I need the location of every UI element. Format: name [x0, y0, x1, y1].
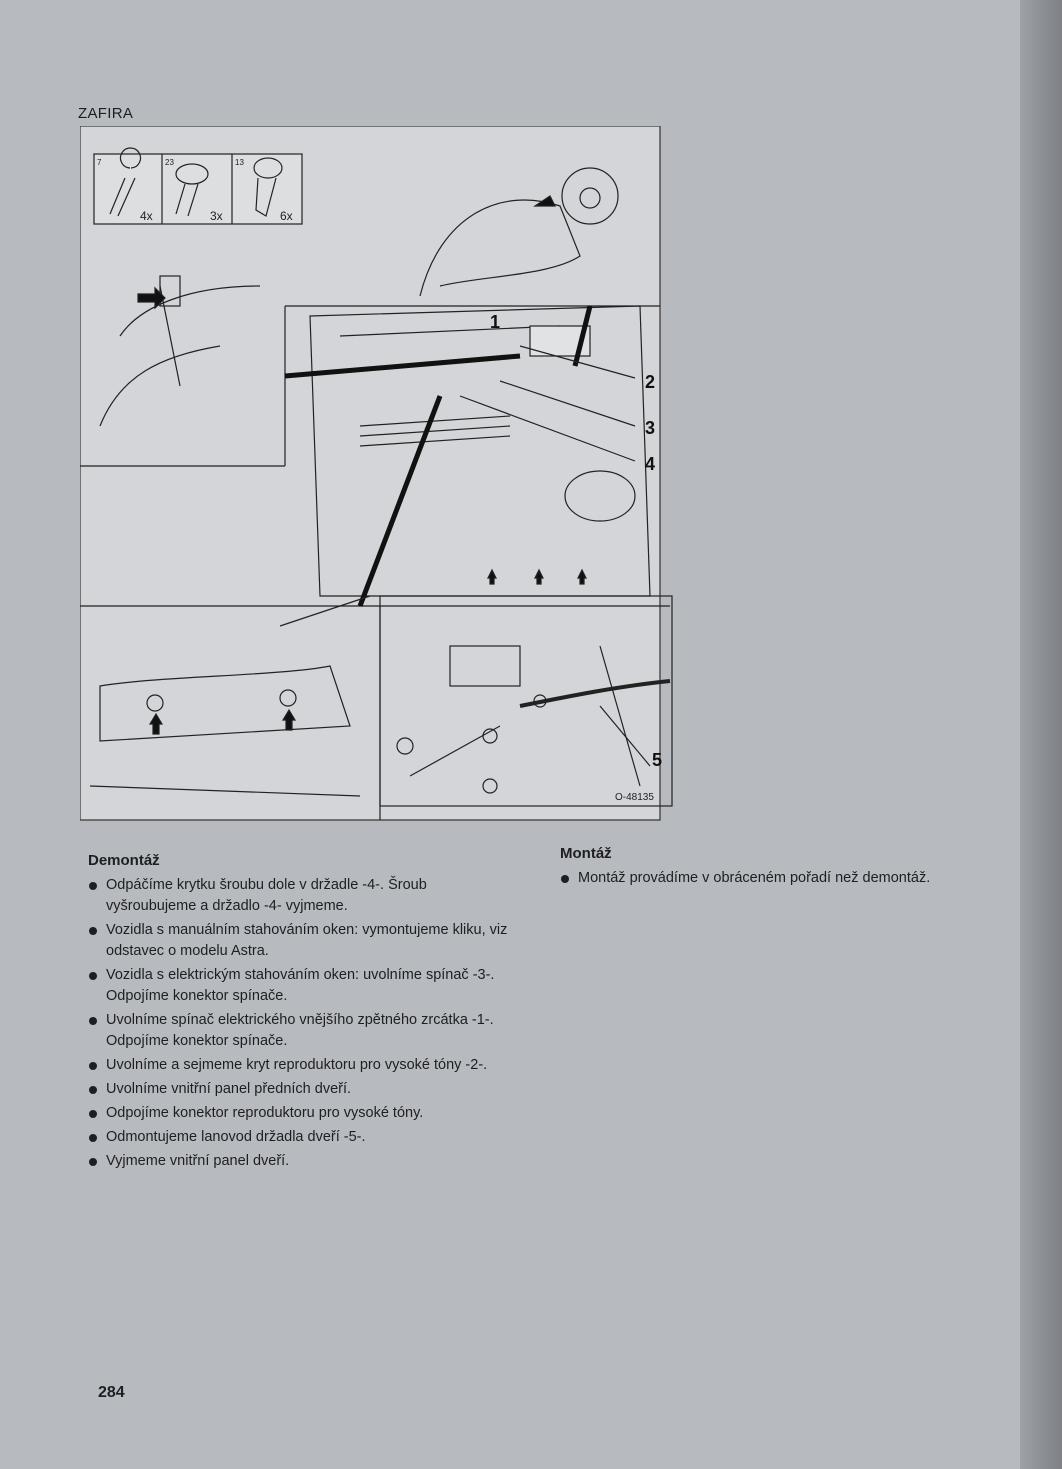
removal-section: Demontáž Odpáčíme krytku šroubu dole v d…	[88, 850, 513, 1175]
installation-steps: Montáž provádíme v obráceném pořadí než …	[560, 868, 990, 889]
page-number: 284	[98, 1384, 125, 1401]
list-item: Vyjmeme vnitřní panel dveří.	[88, 1151, 513, 1172]
screw-icon	[109, 147, 142, 217]
installation-section: Montáž Montáž provádíme v obráceném pořa…	[560, 843, 990, 892]
callout-3: 3	[645, 418, 655, 438]
list-item: Odpojíme konektor reproduktoru pro vysok…	[88, 1103, 513, 1124]
callout-2: 2	[645, 372, 655, 392]
list-item: Uvolníme a sejmeme kryt reproduktoru pro…	[88, 1055, 513, 1076]
list-item: Montáž provádíme v obráceném pořadí než …	[560, 868, 990, 889]
list-item: Odmontujeme lanovod držadla dveří -5-.	[88, 1127, 513, 1148]
page-header: ZAFIRA	[78, 105, 134, 122]
svg-text:7: 7	[97, 158, 102, 167]
svg-text:3x: 3x	[210, 209, 223, 223]
svg-text:4x: 4x	[140, 209, 153, 223]
removal-steps: Odpáčíme krytku šroubu dole v držadle -4…	[88, 875, 513, 1172]
list-item: Uvolníme spínač elektrického vnějšího zp…	[88, 1010, 513, 1052]
callout-4: 4	[645, 454, 655, 474]
svg-text:23: 23	[165, 158, 174, 167]
clip-icon	[253, 157, 283, 179]
list-item: Odpáčíme krytku šroubu dole v držadle -4…	[88, 875, 513, 917]
fastener-parts-box: 7 23 13 4x 3x 6x	[93, 147, 303, 225]
screw-icon	[175, 163, 209, 185]
list-item: Uvolníme vnitřní panel předních dveří.	[88, 1079, 513, 1100]
callout-5: 5	[652, 750, 662, 770]
page-edge-shadow	[1020, 0, 1062, 1469]
figure-reference: O-48135	[615, 792, 654, 803]
list-item: Vozidla s manuálním stahováním oken: vym…	[88, 920, 513, 962]
list-item: Vozidla s elektrickým stahováním oken: u…	[88, 965, 513, 1007]
removal-heading: Demontáž	[88, 852, 160, 869]
door-panel-illustration: 7 23 13 4x 3x 6x 1 2 3 4 5 O-481	[80, 126, 673, 821]
svg-text:13: 13	[235, 158, 244, 167]
installation-heading: Montáž	[560, 845, 612, 862]
callout-1: 1	[490, 312, 500, 332]
svg-text:6x: 6x	[280, 209, 293, 223]
